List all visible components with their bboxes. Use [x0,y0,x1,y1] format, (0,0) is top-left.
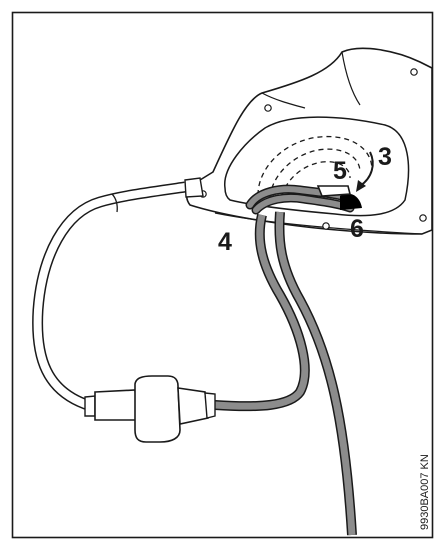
screw [410,68,418,76]
figure-frame [11,11,434,539]
cable-hook [316,185,352,197]
arrow-head [356,180,366,192]
screw [419,214,427,222]
tool-handle [186,47,433,235]
plug-socket-connector [84,375,216,443]
cable-routing-path [257,135,373,198]
supply-cable [274,211,357,536]
callout-4: 4 [218,228,232,256]
callout-6: 6 [350,215,364,243]
extension-cable [214,213,310,412]
callout-3: 3 [378,143,392,171]
figure-code: 9930BA007 KN [419,454,431,530]
screw [264,104,272,112]
tool-cable [32,177,204,412]
screw [322,222,330,230]
strain-relief-clip [340,193,362,210]
callout-5: 5 [333,157,347,185]
